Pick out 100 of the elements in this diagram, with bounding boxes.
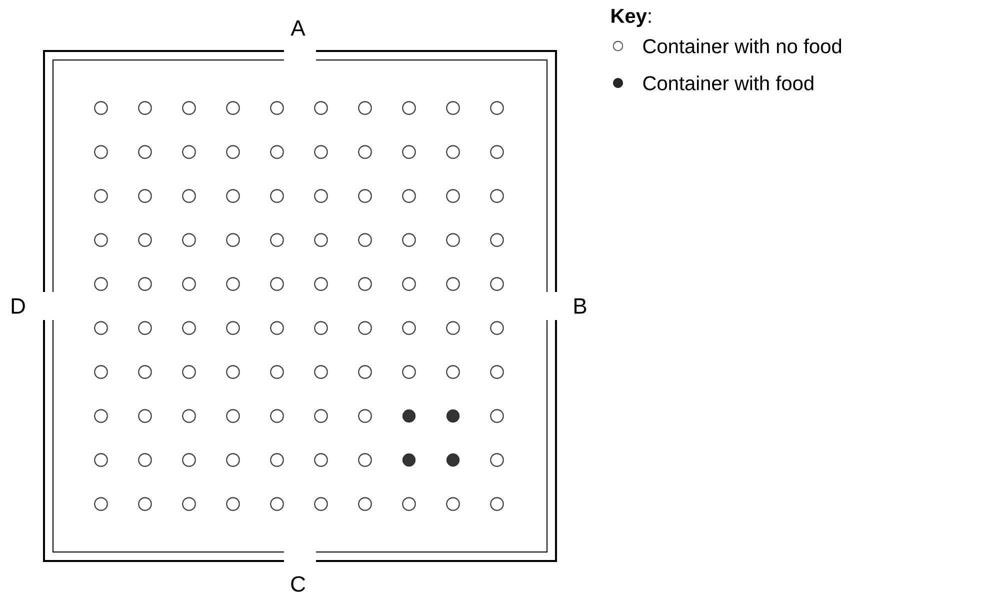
hollow-circle [358,277,372,291]
hollow-circle [182,233,196,247]
hollow-circle [402,497,416,511]
hollow-circle [446,321,460,335]
hollow-circle [94,497,108,511]
hollow-circle [226,321,240,335]
hollow-circle [182,101,196,115]
hollow-circle [358,101,372,115]
hollow-circle [314,145,328,159]
hollow-circle [446,365,460,379]
hollow-circle [182,321,196,335]
hollow-circle [138,497,152,511]
hollow-circle [138,189,152,203]
hollow-circle [314,277,328,291]
legend-text: Container with no food [643,38,842,54]
hollow-circle [94,277,108,291]
hollow-circle [226,101,240,115]
hollow-circle [182,145,196,159]
hollow-circle [138,365,152,379]
hollow-circle [226,365,240,379]
hollow-circle [490,365,504,379]
hollow-circle [270,145,284,159]
hollow-circle [446,233,460,247]
hollow-circle [182,365,196,379]
side-letter: A [290,20,306,36]
hollow-circle [358,321,372,335]
hollow-circle [138,101,152,115]
hollow-circle [402,321,416,335]
hollow-circle [270,277,284,291]
hollow-circle [94,101,108,115]
hollow-circle [490,497,504,511]
hollow-circle [270,409,284,423]
hollow-circle [490,101,504,115]
hollow-circle [402,189,416,203]
side-letter: D [12,298,25,314]
hollow-circle [182,409,196,423]
hollow-circle [226,145,240,159]
hollow-circle [358,409,372,423]
hollow-circle [226,409,240,423]
hollow-circle [226,189,240,203]
hollow-circle [226,233,240,247]
hollow-circle [226,453,240,467]
hollow-circle [446,277,460,291]
hollow-circle [490,277,504,291]
hollow-circle [314,101,328,115]
hollow-circle [446,101,460,115]
hollow-circle [138,453,152,467]
hollow-circle [94,145,108,159]
hollow-circle [94,233,108,247]
hollow-circle [490,409,504,423]
hollow-circle [138,277,152,291]
hollow-circle [94,321,108,335]
side-letter: B [574,298,586,314]
hollow-circle [358,497,372,511]
hollow-circle [402,233,416,247]
hollow-circle [314,189,328,203]
hollow-circle [226,497,240,511]
hollow-circle [138,409,152,423]
key-heading: Key: [612,9,651,27]
hollow-circle [358,233,372,247]
hollow-circle [182,189,196,203]
hollow-circle [314,365,328,379]
hollow-circle [314,409,328,423]
hollow-circle [402,277,416,291]
hollow-circle [270,189,284,203]
hollow-circle [314,233,328,247]
legend-text: Container with food [643,76,814,90]
hollow-circle [270,233,284,247]
hollow-circle [490,453,504,467]
hollow-circle [270,321,284,335]
hollow-circle [138,233,152,247]
hollow-circle [138,321,152,335]
hollow-circle [490,321,504,335]
hollow-circle [490,233,504,247]
hollow-circle [358,453,372,467]
hollow-circle [270,453,284,467]
hollow-circle [314,321,328,335]
hollow-circle [270,365,284,379]
filled-dot [402,453,416,467]
filled-dot [446,453,460,467]
hollow-circle [358,145,372,159]
side-letter: C [291,576,306,592]
hollow-circle [446,189,460,203]
hollow-circle [402,365,416,379]
hollow-circle [270,497,284,511]
hollow-circle [314,497,328,511]
hollow-circle [402,145,416,159]
hollow-circle [358,189,372,203]
room-drawing [43,50,557,562]
hollow-circle [182,497,196,511]
filled-dot [446,409,460,423]
hollow-circle [490,189,504,203]
hollow-circle [94,365,108,379]
hollow-circle [446,145,460,159]
hollow-circle [94,409,108,423]
hollow-circle [94,453,108,467]
hollow-circle [446,497,460,511]
hollow-circle [490,145,504,159]
hollow-circle [94,189,108,203]
hollow-circle [138,145,152,159]
